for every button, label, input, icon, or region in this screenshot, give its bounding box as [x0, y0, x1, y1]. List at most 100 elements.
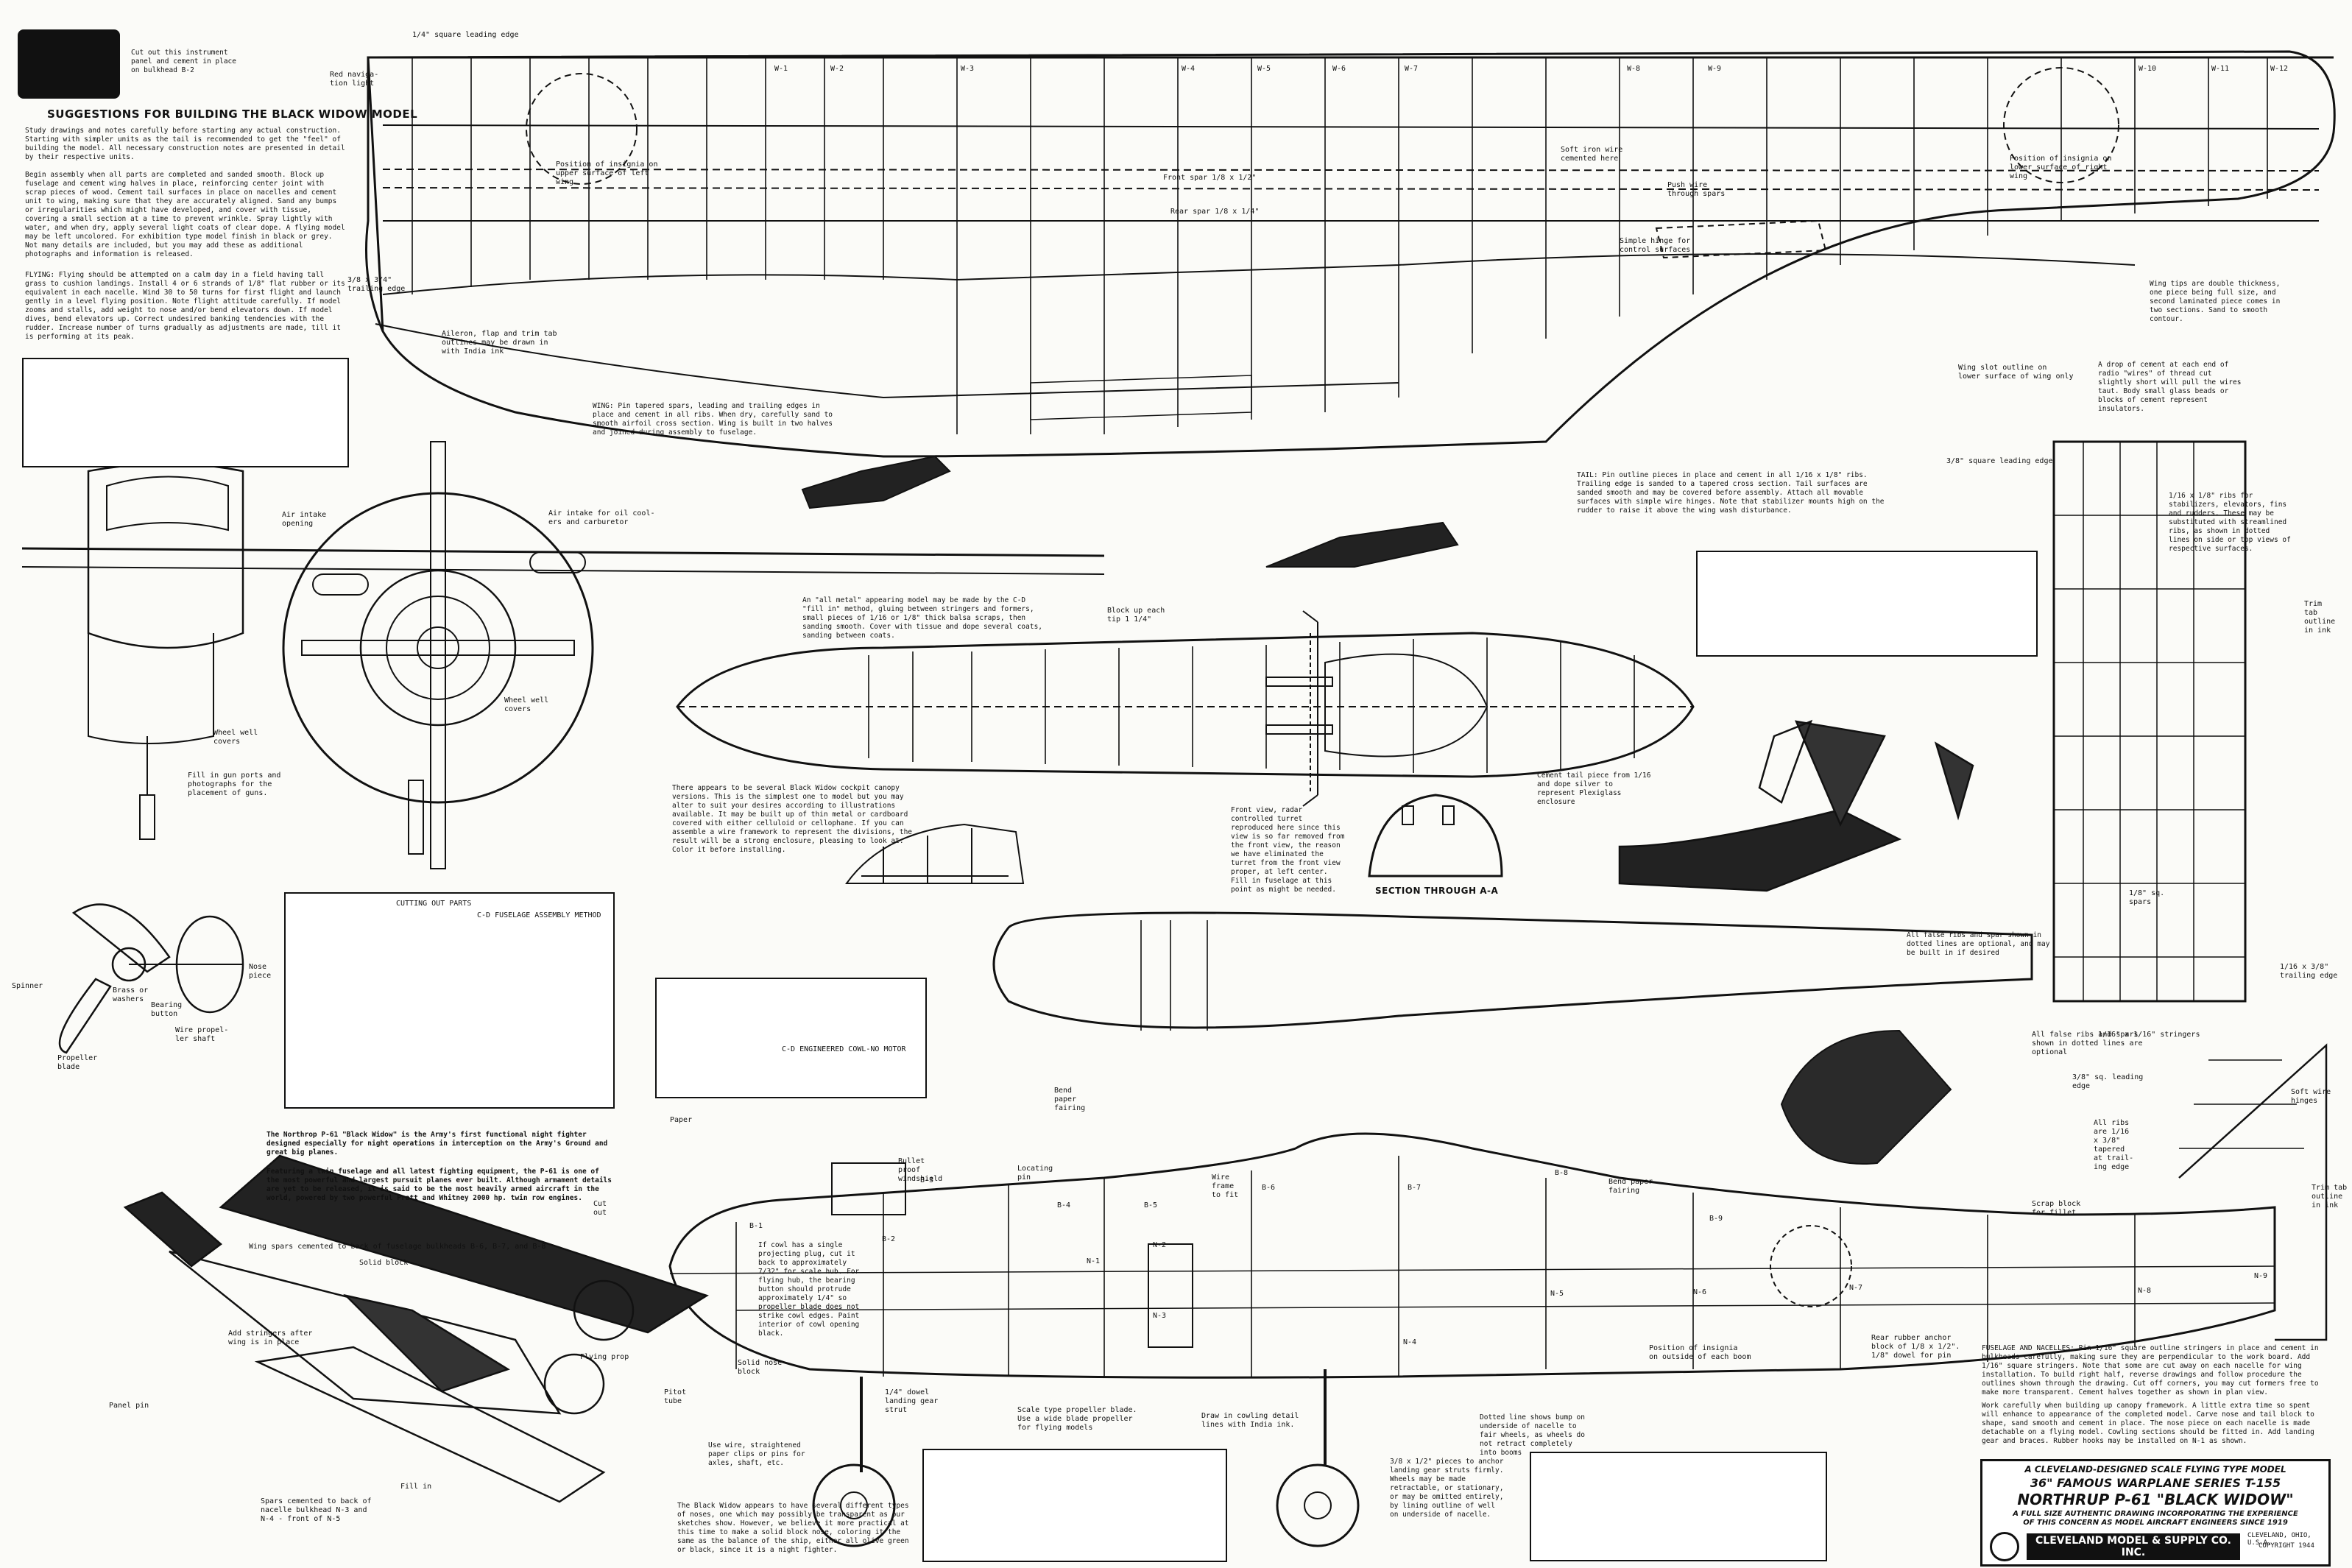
section-a-a	[1302, 610, 1503, 877]
nacelle-n1: N-1	[1087, 1257, 1101, 1265]
tail-plan	[2052, 440, 2247, 1003]
bulkhead-b2: B-2	[882, 1235, 896, 1243]
shaft-label: Wire propel- ler shaft	[175, 1026, 229, 1043]
spars-nacelle-label: Spars cemented to back of nacelle bulkhe…	[261, 1497, 372, 1523]
washers-label: Brass or washers	[113, 986, 149, 1003]
instrument-panel	[18, 29, 120, 99]
rib-w7: W-7	[1405, 65, 1419, 73]
spars-label: 1/8" sq. spars	[2129, 889, 2165, 906]
insignia-upper-label: Position of insignia on upper surface of…	[556, 160, 658, 186]
nacelle-n7: N-7	[1849, 1284, 1863, 1292]
tail-note: TAIL: Pin outline pieces in place and ce…	[1577, 471, 1889, 515]
bulkhead-b5: B-5	[1144, 1201, 1158, 1209]
inset-fuselage-title: C-D FUSELAGE ASSEMBLY METHOD	[477, 911, 601, 919]
aircraft-sketch-right	[1618, 719, 1974, 892]
nacelle-n2: N-2	[1153, 1241, 1167, 1249]
insignia-lower-label: Position of insignia on lower surface of…	[2010, 155, 2112, 180]
nacelle-n6: N-6	[1693, 1288, 1707, 1296]
soft-wire-label: Soft wire hinges	[2291, 1088, 2331, 1105]
instrument-note: Cut out this instrument panel and cement…	[131, 49, 236, 74]
square-leading-label: 3/8" sq. leading edge	[2072, 1073, 2144, 1090]
bullet-proof-label: Bullet proof windshield	[898, 1157, 943, 1183]
nose-piece-label: Nose piece	[249, 963, 272, 980]
trim-tab-label: Trim tab outline in ink	[2304, 600, 2336, 635]
front-view	[21, 441, 1105, 869]
cowl-note: If cowl has a single projecting plug, cu…	[758, 1241, 864, 1338]
title-line-5: OF THIS CONCERN AS MODEL AIRCRAFT ENGINE…	[2023, 1519, 2288, 1527]
bulkhead-b3: B-3	[920, 1176, 934, 1184]
canopy-sketch	[845, 823, 1952, 1165]
dotted-note: Dotted line shows bump on underside of n…	[1480, 1413, 1589, 1457]
suggestions-title: SUGGESTIONS FOR BUILDING THE BLACK WIDOW…	[47, 107, 418, 121]
wing-plan	[365, 50, 2336, 458]
slot-note: Wing slot outline on lower surface of wi…	[1958, 364, 2074, 381]
bulkhead-b1: B-1	[749, 1222, 763, 1230]
nacelle-n5: N-5	[1550, 1290, 1564, 1298]
spinner-label: Spinner	[12, 982, 43, 990]
inset-wing-construction	[22, 358, 349, 467]
company-logo-icon	[1990, 1532, 2019, 1561]
solid-nose-label: Solid nose block	[738, 1359, 783, 1376]
guns-note: Fill in gun ports and photographs for th…	[188, 771, 281, 797]
fuselage-note-2: Work carefully when building up canopy f…	[1982, 1402, 2319, 1445]
rib-w10: W-10	[2139, 65, 2157, 73]
inset-cutting-title: CUTTING OUT PARTS	[396, 900, 472, 908]
rib-w2: W-2	[830, 65, 844, 73]
hinge-label: Simple hinge for control surfaces	[1620, 237, 1691, 254]
nacelle-n9: N-9	[2254, 1272, 2268, 1280]
insignia-left-circle	[526, 73, 638, 185]
aircraft-sketch	[123, 1154, 709, 1503]
rib-w1: W-1	[774, 65, 788, 73]
wing-slot	[1655, 219, 1827, 259]
front-spar-label: Front spar 1/8 x 1/2"	[1163, 174, 1257, 182]
all-metal-note: An "all metal" appearing model may be ma…	[802, 596, 1047, 640]
nav-light-label: Red naviga- tion light	[330, 71, 379, 88]
wheel-well-label: Wheel well covers	[504, 696, 549, 713]
bulkhead-b8: B-8	[1555, 1169, 1569, 1177]
block-up-label: Block up each tip 1 1/4"	[1107, 607, 1165, 624]
title-block: A CLEVELAND-DESIGNED SCALE FLYING TYPE M…	[1980, 1459, 2331, 1567]
tail-leading-edge: 3/8" square leading edge	[1946, 457, 2053, 465]
bulkhead-b6: B-6	[1262, 1184, 1276, 1192]
copyright: COPYRIGHT 1944	[2259, 1542, 2314, 1550]
false-ribs-note: All false ribs and spar shown in dotted …	[1907, 931, 2055, 957]
fuselage-center-pod	[992, 911, 2033, 1031]
wheel-well-label-2: Wheel well covers	[213, 729, 258, 746]
rear-spar-label: Rear spar 1/8 x 1/4"	[1170, 208, 1260, 216]
all-ribs-label: All ribs are 1/16 x 3/8" tapered at trai…	[2094, 1119, 2134, 1171]
rubber-anchor-label: Rear rubber anchor block of 1/8 x 1/2". …	[1871, 1334, 1960, 1360]
black-widow-noses-note: The Black Widow appears to have several …	[677, 1502, 914, 1554]
company-name: CLEVELAND MODEL & SUPPLY CO. INC.	[2027, 1533, 2240, 1560]
locating-pin-label: Locating pin	[1017, 1165, 1053, 1182]
wing-note: WING: Pin tapered spars, leading and tra…	[593, 402, 837, 437]
draw-cowl-label: Draw in cowling detail lines with India …	[1201, 1412, 1299, 1429]
solid-block-label: Solid block	[359, 1259, 409, 1267]
nacelle-n4: N-4	[1403, 1338, 1417, 1346]
title-line-1: A CLEVELAND-DESIGNED SCALE FLYING TYPE M…	[2024, 1464, 2286, 1475]
rib-w4: W-4	[1182, 65, 1196, 73]
rib-w6: W-6	[1332, 65, 1346, 73]
bend-paper-label: Bend paper fairing	[1054, 1087, 1086, 1112]
cement-drop-note: A drop of cement at each end of radio "w…	[2098, 361, 2246, 413]
nacelle-top-view	[676, 632, 1695, 791]
inset-bottom-1	[922, 1449, 1227, 1562]
scale-prop-label: Scale type propeller blade. Use a wide b…	[1017, 1406, 1137, 1432]
bulkhead-b4: B-4	[1057, 1201, 1071, 1209]
insignia-right-circle	[2003, 67, 2119, 183]
rib-w12: W-12	[2270, 65, 2289, 73]
propeller-assembly	[58, 903, 244, 1054]
air-intake-label: Air intake opening	[282, 511, 327, 528]
soft-iron-label: Soft iron wire cemented here	[1561, 146, 1623, 163]
nacelle-n8: N-8	[2138, 1287, 2152, 1295]
wing-ribs	[412, 57, 2268, 434]
inset-cutting-parts: CUTTING OUT PARTS C-D FUSELAGE ASSEMBLY …	[284, 892, 615, 1109]
bulkhead-b9: B-9	[1709, 1215, 1723, 1223]
cement-tail-note: Cement tail piece from 1/16 and dope sil…	[1537, 771, 1656, 806]
fuselage-side-view	[668, 1043, 2328, 1379]
flying-prop-label: Flying prop	[580, 1353, 629, 1361]
pitot-label: Pitot tube	[664, 1388, 687, 1405]
tip-note: Wing tips are double thickness, one piec…	[2150, 280, 2285, 323]
tail-ribs-note: 1/16 x 1/8" ribs for stabilizers, elevat…	[2169, 492, 2295, 553]
